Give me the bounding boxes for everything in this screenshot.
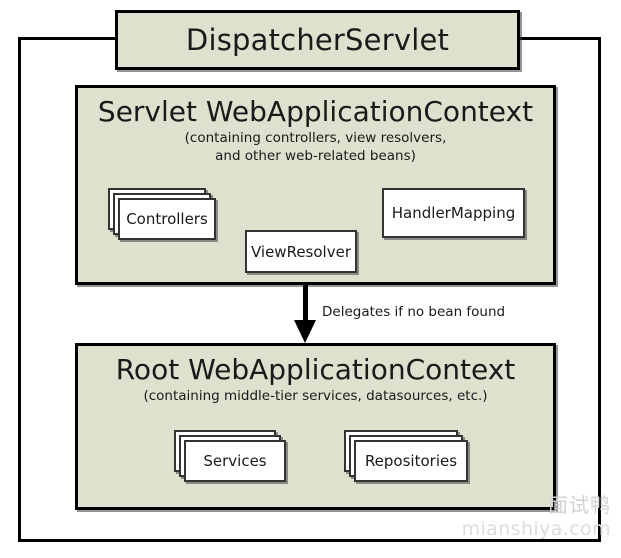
- watermark-url: mianshiya.com: [461, 518, 611, 540]
- viewresolver-card[interactable]: ViewResolver: [245, 230, 357, 273]
- root-context-subtitle: (containing middle-tier services, dataso…: [143, 388, 488, 405]
- delegation-arrow-shaft: [303, 285, 308, 325]
- handlermapping-card[interactable]: HandlerMapping: [382, 188, 525, 238]
- services-card[interactable]: Services: [184, 440, 286, 482]
- services-card-stack[interactable]: Services: [174, 430, 296, 492]
- dispatcher-servlet-label: DispatcherServlet: [185, 22, 450, 57]
- delegation-arrow-head: [294, 320, 316, 343]
- root-context-heading: Root WebApplicationContext: [115, 353, 516, 386]
- root-web-application-context-panel: Root WebApplicationContext (containing m…: [75, 343, 556, 510]
- servlet-context-subtitle-line1: (containing controllers, view resolvers,: [184, 130, 447, 147]
- servlet-web-application-context-panel: Servlet WebApplicationContext (containin…: [75, 85, 556, 285]
- dispatcher-servlet-box: DispatcherServlet: [115, 10, 520, 70]
- repositories-card[interactable]: Repositories: [354, 440, 468, 482]
- servlet-context-heading: Servlet WebApplicationContext: [97, 95, 534, 128]
- watermark-brand-cn: 面试鸭: [548, 493, 611, 517]
- controllers-card[interactable]: Controllers: [118, 198, 216, 240]
- repositories-card-stack[interactable]: Repositories: [344, 430, 478, 492]
- delegation-arrow-label: Delegates if no bean found: [322, 304, 506, 320]
- controllers-card-stack[interactable]: Controllers: [108, 188, 226, 250]
- servlet-context-subtitle-line2: and other web-related beans): [215, 147, 416, 164]
